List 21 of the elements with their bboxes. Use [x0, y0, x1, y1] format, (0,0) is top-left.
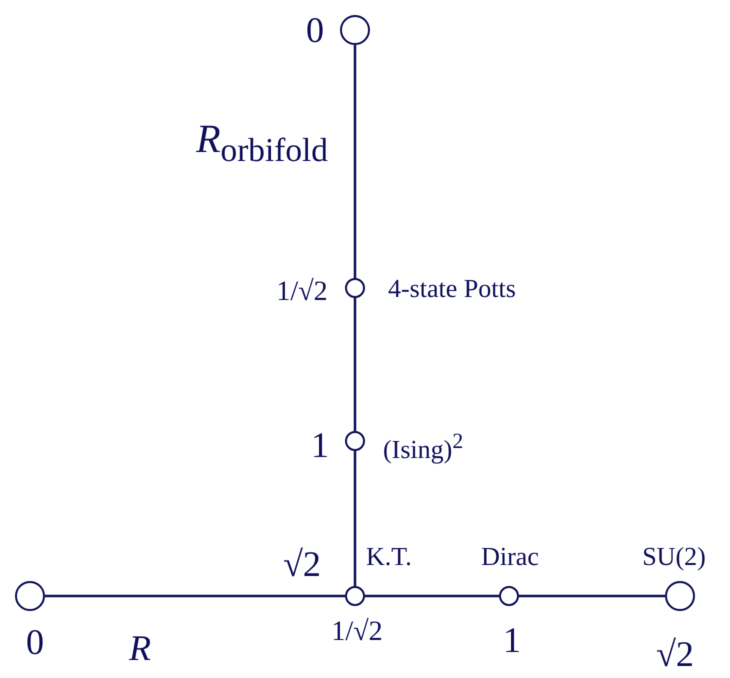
- value-label: √2: [656, 636, 694, 672]
- connector-line: [519, 594, 665, 598]
- value-label: Dirac: [481, 544, 539, 570]
- value-label: 1: [503, 622, 521, 658]
- connector-line: [354, 298, 356, 431]
- axis-label: R: [129, 630, 151, 666]
- connector-line: [354, 451, 356, 586]
- value-label: 1/√2: [276, 278, 328, 306]
- axis-label: R$_{orbifold}$: [196, 118, 328, 168]
- value-label: (Ising)$^{2}$: [383, 431, 464, 463]
- value-label: 1: [311, 427, 329, 463]
- value-label: SU(2): [642, 544, 706, 570]
- connector-line: [45, 594, 345, 598]
- value-label: K.T.: [366, 544, 412, 570]
- connector-line: [354, 45, 356, 278]
- value-label: 1/√2: [331, 618, 383, 646]
- value-label: 0: [26, 624, 44, 660]
- value-label: √2: [283, 546, 321, 582]
- value-label: 0: [306, 12, 324, 48]
- value-label: 4-state Potts: [388, 276, 516, 302]
- connector-line: [365, 594, 499, 598]
